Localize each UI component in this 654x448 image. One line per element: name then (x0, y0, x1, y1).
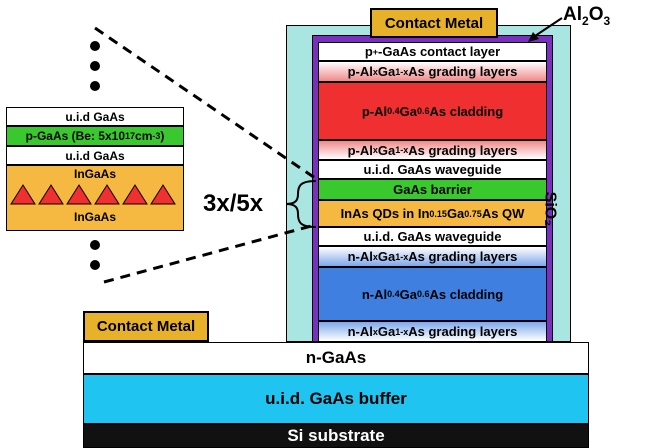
ellipsis-dot (90, 41, 100, 51)
inset-uid-gaas-bottom: u.i.d GaAs (6, 146, 184, 165)
ellipsis-dot (90, 240, 100, 250)
n-gaas-layer: n-GaAs (83, 342, 589, 374)
quantum-dots (10, 184, 176, 205)
inset-uid-gaas-top: u.i.d GaAs (6, 107, 184, 126)
contact-metal-top: Contact Metal (370, 8, 498, 38)
gaas-buffer-layer: u.i.d. GaAs buffer (83, 374, 589, 424)
waveguide-top: u.i.d. GaAs waveguide (318, 160, 547, 179)
quantum-dot (38, 184, 64, 205)
inset-ingaas-bottom: InGaAs (73, 210, 116, 224)
quantum-dot (66, 184, 92, 205)
quantum-dot (122, 184, 148, 205)
al2o3-arrowhead (528, 32, 539, 42)
repeat-brace (285, 180, 317, 228)
contact-layer: p+-GaAs contact layer (318, 42, 547, 61)
ellipsis-dot (90, 81, 100, 91)
inset-ingaas-top: InGaAs (73, 167, 116, 181)
sio2-label: SiO₂ (541, 191, 559, 227)
quantum-dot (150, 184, 176, 205)
ellipsis-dot (90, 61, 100, 71)
inset-ingaas-block: InGaAs InGaAs (6, 165, 184, 231)
zoom-line-bottom (103, 223, 316, 284)
al2o3-label: Al2O3 (563, 4, 611, 28)
al2o3-arrow (531, 17, 563, 39)
waveguide-bottom: u.i.d. GaAs waveguide (318, 227, 547, 246)
contact-metal-left: Contact Metal (83, 311, 209, 342)
si-substrate: Si substrate (83, 424, 589, 448)
ellipsis-dot (90, 260, 100, 270)
quantum-dot (94, 184, 120, 205)
gaas-barrier: GaAs barrier (318, 179, 547, 200)
repeat-label: 3x/5x (203, 190, 264, 217)
quantum-dot (10, 184, 36, 205)
zoom-line-top (94, 26, 316, 180)
